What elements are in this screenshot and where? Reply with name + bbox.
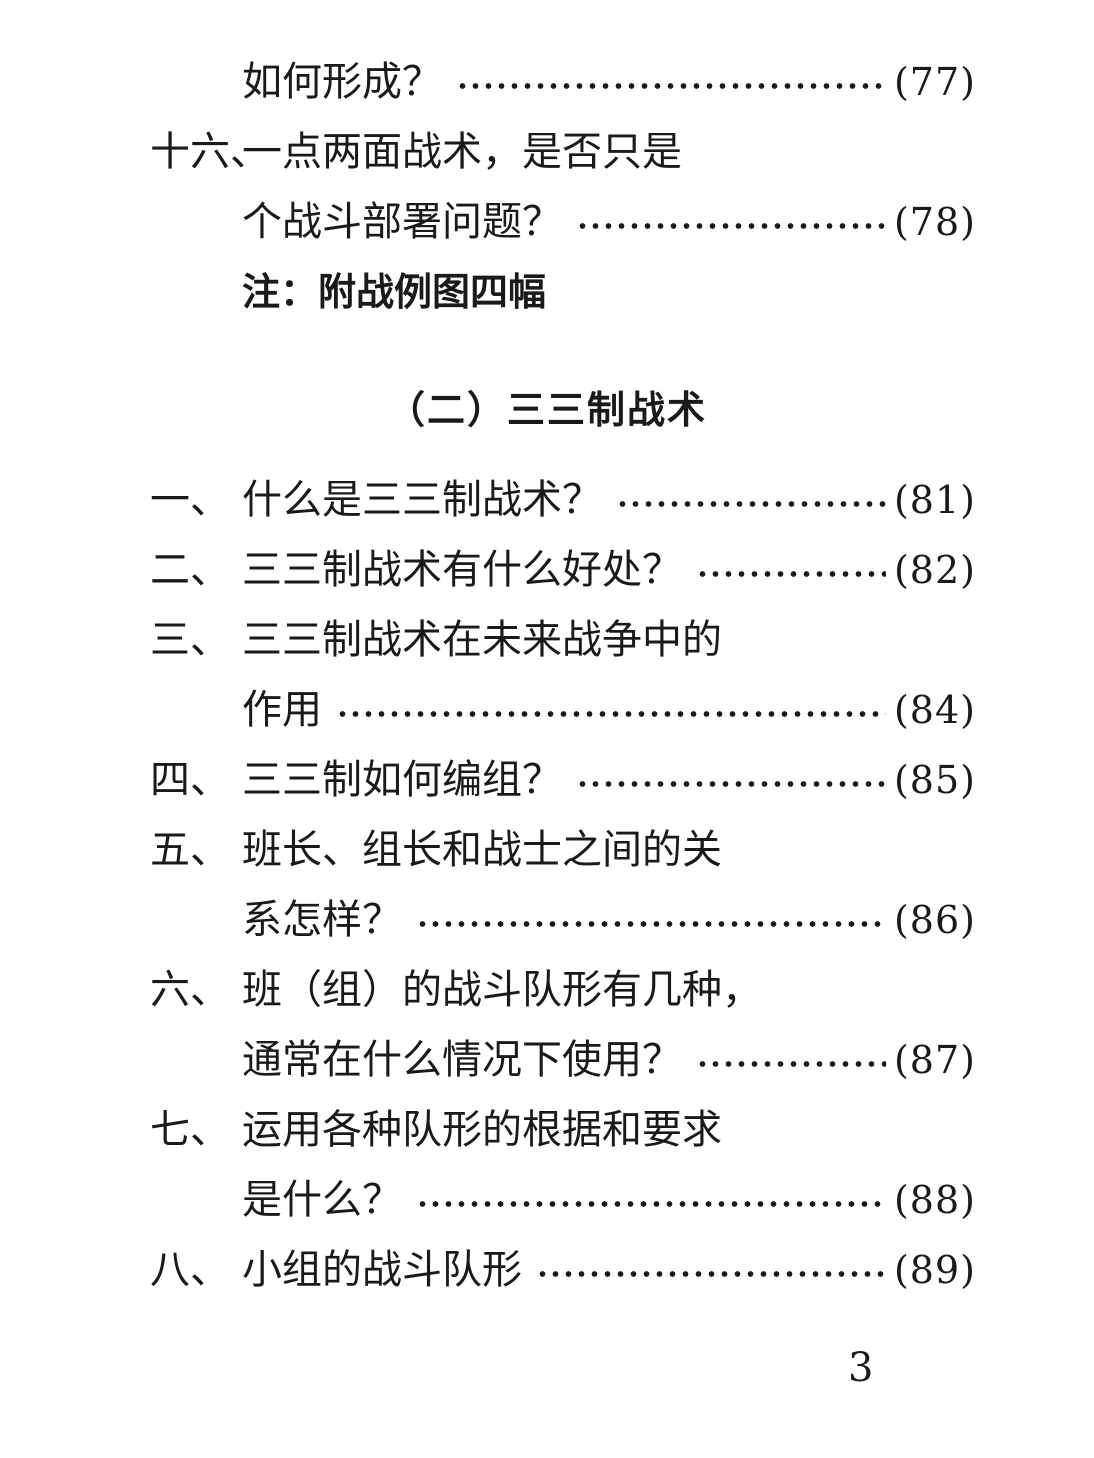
entry-number: 八、 xyxy=(150,1247,230,1293)
entry-page: (89) xyxy=(893,1248,976,1292)
toc-entry: 五、 班长、组长和战士之间的关 xyxy=(150,820,722,880)
dot-leader xyxy=(696,1059,886,1069)
toc-entry: 系怎样？ (86) xyxy=(242,890,976,950)
entry-page: (78) xyxy=(893,200,976,244)
entry-title: 一点两面战术，是否只是 xyxy=(242,129,682,175)
entry-title: 三三制战术在未来战争中的 xyxy=(242,617,722,663)
entry-number: 十六、 xyxy=(150,129,270,175)
dot-leader xyxy=(576,779,886,789)
dot-leader xyxy=(616,499,886,509)
entry-page: (84) xyxy=(893,688,976,732)
entry-title: 通常在什么情况下使用？ xyxy=(242,1037,682,1083)
entry-number: 七、 xyxy=(150,1107,230,1153)
entry-page: (82) xyxy=(893,548,976,592)
entry-page: (86) xyxy=(893,898,976,942)
entry-title: 小组的战斗队形 xyxy=(242,1247,522,1293)
entry-page: (81) xyxy=(893,478,976,522)
note-text: 注：附战例图四幅 xyxy=(242,270,547,314)
entry-title: 是什么？ xyxy=(242,1177,402,1223)
entry-title: 班长、组长和战士之间的关 xyxy=(242,827,722,873)
entry-title: 三三制如何编组？ xyxy=(242,757,562,803)
toc-entry: 个战斗部署问题？ (78) xyxy=(242,192,976,252)
toc-entry: 一、 什么是三三制战术？ (81) xyxy=(150,470,976,530)
section-heading: （二）三三制战术 xyxy=(386,388,707,432)
dot-leader xyxy=(416,919,886,929)
entry-number: 三、 xyxy=(150,617,230,663)
dot-leader xyxy=(456,81,886,91)
entry-page: (87) xyxy=(893,1038,976,1082)
toc-entry: 是什么？ (88) xyxy=(242,1170,976,1230)
entry-title: 三三制战术有什么好处？ xyxy=(242,547,682,593)
dot-leader xyxy=(416,1199,886,1209)
note: 注：附战例图四幅 xyxy=(242,262,546,322)
toc-entry: 六、 班（组）的战斗队形有几种， xyxy=(150,960,762,1020)
entry-title: 什么是三三制战术？ xyxy=(242,477,602,523)
entry-number: 二、 xyxy=(150,547,230,593)
toc-entry: 四、 三三制如何编组？ (85) xyxy=(150,750,976,810)
toc-entry: 通常在什么情况下使用？ (87) xyxy=(242,1030,976,1090)
toc-entry: 十六、 一点两面战术，是否只是 xyxy=(150,122,682,182)
toc-entry: 三、 三三制战术在未来战争中的 xyxy=(150,610,722,670)
toc-entry: 八、 小组的战斗队形 (89) xyxy=(150,1240,976,1300)
entry-title: 如何形成？ xyxy=(242,59,442,105)
entry-number: 一、 xyxy=(150,477,230,523)
entry-title: 系怎样？ xyxy=(242,897,402,943)
toc-entry: 如何形成？ (77) xyxy=(242,52,976,112)
toc-entry: 七、 运用各种队形的根据和要求 xyxy=(150,1100,722,1160)
page-number: 3 xyxy=(848,1345,874,1391)
toc-entry: 二、 三三制战术有什么好处？ (82) xyxy=(150,540,976,600)
entry-page: (77) xyxy=(893,60,976,104)
entry-number: 五、 xyxy=(150,827,230,873)
entry-title: 个战斗部署问题？ xyxy=(242,199,562,245)
entry-page: (88) xyxy=(893,1178,976,1222)
entry-number: 六、 xyxy=(150,967,230,1013)
dot-leader xyxy=(696,569,886,579)
entry-title: 运用各种队形的根据和要求 xyxy=(242,1107,722,1153)
entry-title: 作用 xyxy=(242,687,322,733)
toc-entry: 作用 (84) xyxy=(242,680,976,740)
dot-leader xyxy=(576,221,886,231)
dot-leader xyxy=(336,709,886,719)
dot-leader xyxy=(536,1269,886,1279)
entry-title: 班（组）的战斗队形有几种， xyxy=(242,967,762,1013)
entry-page: (85) xyxy=(893,758,976,802)
entry-number: 四、 xyxy=(150,757,230,803)
